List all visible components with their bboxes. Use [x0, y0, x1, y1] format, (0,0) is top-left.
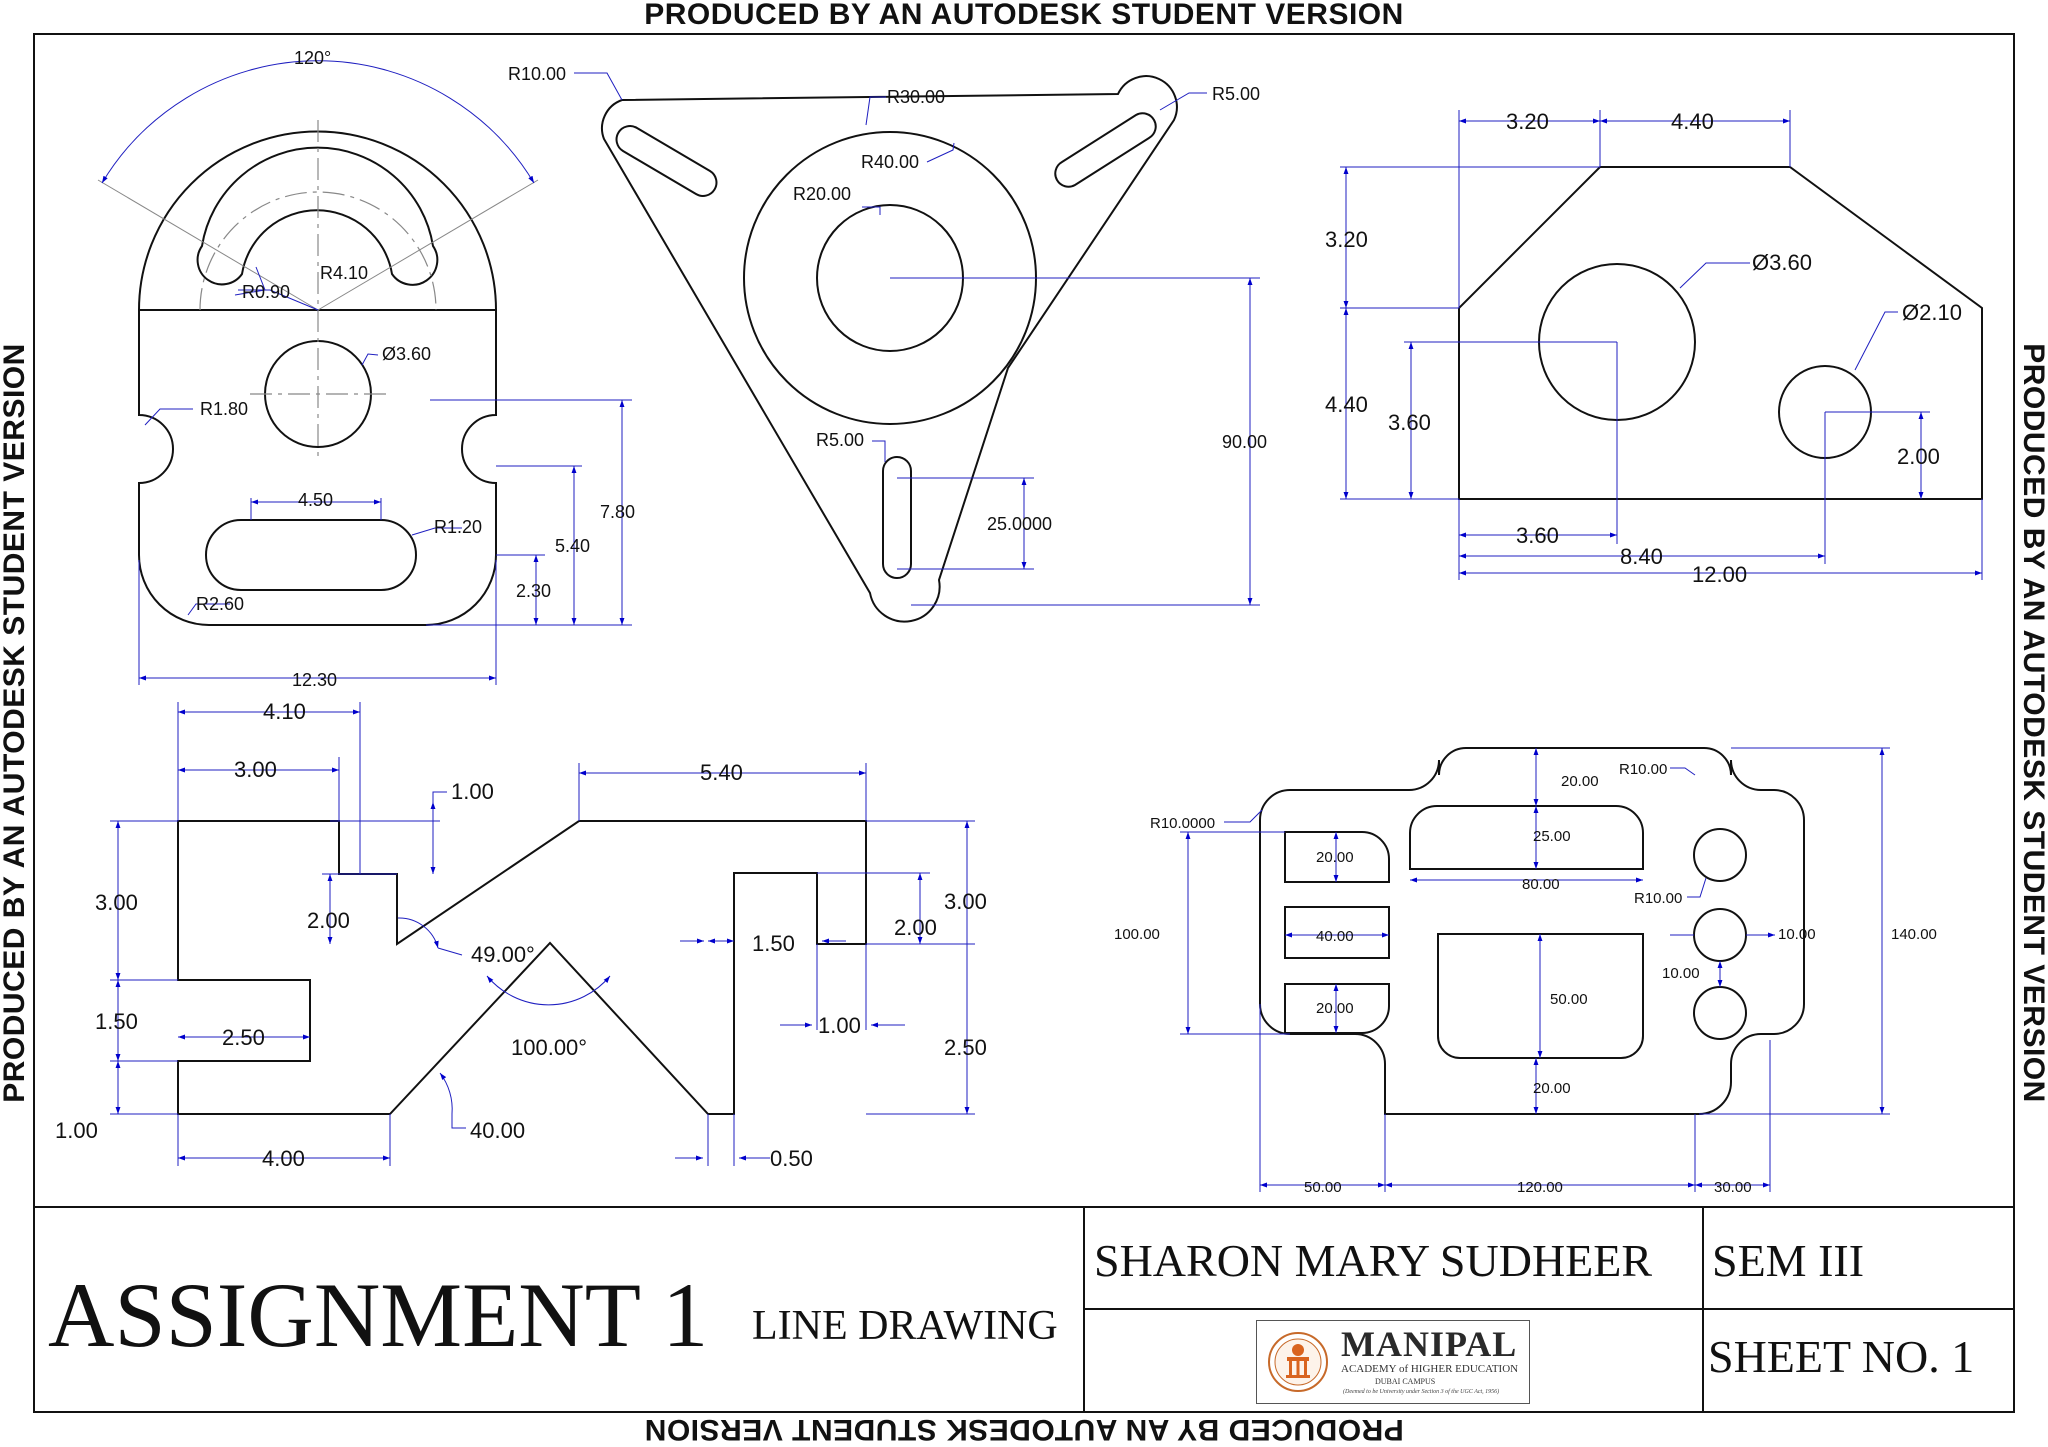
university-emblem-icon	[1268, 1332, 1328, 1392]
dim-v1-r180: R1.80	[200, 399, 248, 419]
dim-v5-20-left-top: 20.00	[1316, 849, 1354, 866]
dim-v5-50-mid: 50.00	[1550, 991, 1588, 1008]
watermark-top: PRODUCED BY AN AUTODESK STUDENT VERSION	[644, 0, 1404, 31]
dim-v2-25: 25.0000	[987, 514, 1052, 534]
assignment-title: ASSIGNMENT 1	[48, 1264, 709, 1366]
dim-v4-250-right: 2.50	[944, 1035, 987, 1060]
logo-academy: ACADEMY of HIGHER EDUCATION	[1341, 1363, 1519, 1375]
dim-v5-80: 80.00	[1522, 876, 1560, 893]
dim-v3-440-left: 4.40	[1325, 392, 1368, 417]
dim-v5-20-bottom: 20.00	[1533, 1080, 1571, 1097]
university-logo: MANIPAL ACADEMY of HIGHER EDUCATION DUBA…	[1256, 1320, 1530, 1404]
dim-v1-r090: R0.90	[242, 282, 290, 302]
view-5-part: R10.00 20.00 R10.0000 20.00 25.00 80.00 …	[1114, 747, 1937, 1196]
dim-v1-780: 7.80	[600, 502, 635, 522]
dim-v2-90: 90.00	[1222, 432, 1267, 452]
dim-v1-r260: R2.60	[196, 594, 244, 614]
dim-v1-230: 2.30	[516, 581, 551, 601]
dim-v5-100: 100.00	[1114, 926, 1160, 943]
student-name: SHARON MARY SUDHEER	[1094, 1235, 1653, 1286]
dim-v5-r10-right: R10.00	[1634, 890, 1682, 907]
dim-v3-200: 2.00	[1897, 444, 1940, 469]
dim-v4-200-right: 2.00	[894, 915, 937, 940]
dim-v3-320-top: 3.20	[1506, 109, 1549, 134]
dim-v2-r10: R10.00	[508, 64, 566, 84]
dim-v5-10-mid: 10.00	[1662, 965, 1700, 982]
dim-v1-540: 5.40	[555, 536, 590, 556]
dim-v2-r20: R20.00	[793, 184, 851, 204]
dim-v5-25: 25.00	[1533, 828, 1571, 845]
assignment-subtitle: LINE DRAWING	[752, 1303, 1058, 1349]
dim-v2-r30: R30.00	[887, 87, 945, 107]
dim-v5-40: 40.00	[1316, 928, 1354, 945]
dim-v4-100-right: 1.00	[818, 1013, 861, 1038]
dim-v2-r5-top: R5.00	[1212, 84, 1260, 104]
dim-v5-50-bottom: 50.00	[1304, 1179, 1342, 1196]
logo-deemed: (Deemed to be University under Section 3…	[1343, 1389, 1500, 1395]
dim-v4-angle100: 100.00°	[511, 1035, 587, 1060]
dim-v4-200-left: 2.00	[307, 908, 350, 933]
dim-v4-540: 5.40	[700, 760, 743, 785]
dim-v4-150-right: 1.50	[752, 931, 795, 956]
sheet-number: SHEET NO. 1	[1708, 1331, 1975, 1382]
dim-v5-20-top: 20.00	[1561, 773, 1599, 790]
view-4-part: 4.10 3.00 1.00 5.40 3.00 2.00 49.00° 1.5…	[55, 699, 987, 1171]
dim-v3-dia210: Ø2.10	[1902, 300, 1962, 325]
dim-v4-300-left: 3.00	[95, 890, 138, 915]
dim-v1-r410: R4.10	[320, 263, 368, 283]
dim-v3-1200: 12.00	[1692, 562, 1747, 587]
dim-v1-dia360: Ø3.60	[382, 344, 431, 364]
logo-name: MANIPAL	[1341, 1324, 1518, 1364]
dim-v3-440-top: 4.40	[1671, 109, 1714, 134]
dim-v4-050: 0.50	[770, 1146, 813, 1171]
dim-v1-450: 4.50	[298, 490, 333, 510]
dim-v3-360-left: 3.60	[1388, 410, 1431, 435]
dim-v4-4000: 40.00	[470, 1118, 525, 1143]
dim-v5-30: 30.00	[1714, 1179, 1752, 1196]
dim-v5-120: 120.00	[1517, 1179, 1563, 1196]
dim-v4-410: 4.10	[263, 699, 306, 724]
logo-campus: DUBAI CAMPUS	[1375, 1377, 1436, 1386]
dim-v2-r40: R40.00	[861, 152, 919, 172]
dim-v3-320-left: 3.20	[1325, 227, 1368, 252]
dim-v5-10-right: 10.00	[1778, 926, 1816, 943]
semester-label: SEM III	[1712, 1235, 1865, 1286]
view-1-part: 120° R4.10 R0.90 Ø3.60 R1.80 4.50 R1.20 …	[97, 48, 635, 690]
dim-v1-r120: R1.20	[434, 517, 482, 537]
dim-v5-r10000: R10.0000	[1150, 815, 1215, 832]
dim-v4-300-top: 3.00	[234, 757, 277, 782]
dim-v4-250-left: 2.50	[222, 1025, 265, 1050]
dim-v3-840: 8.40	[1620, 544, 1663, 569]
dim-v4-100-top: 1.00	[451, 779, 494, 804]
dim-v4-300-right: 3.00	[944, 889, 987, 914]
dim-v4-angle49: 49.00°	[471, 942, 535, 967]
sheet-frame	[33, 33, 2015, 1413]
dim-v5-20-left-bottom: 20.00	[1316, 1000, 1354, 1017]
dim-v5-r10-top: R10.00	[1619, 761, 1667, 778]
dim-v4-400: 4.00	[262, 1146, 305, 1171]
dim-v1-angle: 120°	[294, 48, 331, 68]
dim-v3-dia360: Ø3.60	[1752, 250, 1812, 275]
dim-v3-360-bottom: 3.60	[1516, 523, 1559, 548]
dim-v2-r5-bottom: R5.00	[816, 430, 864, 450]
view-3-part: 3.20 4.40 3.20 Ø3.60 Ø2.10 4.40 3.60 2.0…	[1325, 109, 1983, 587]
dim-v4-150-left: 1.50	[95, 1009, 138, 1034]
dim-v1-1230: 12.30	[292, 670, 337, 690]
dim-v4-100-left: 1.00	[55, 1118, 98, 1143]
dim-v5-140: 140.00	[1891, 926, 1937, 943]
view-2-part: R10.00 R30.00 R5.00 R40.00 R20.00 R5.00 …	[508, 64, 1267, 623]
